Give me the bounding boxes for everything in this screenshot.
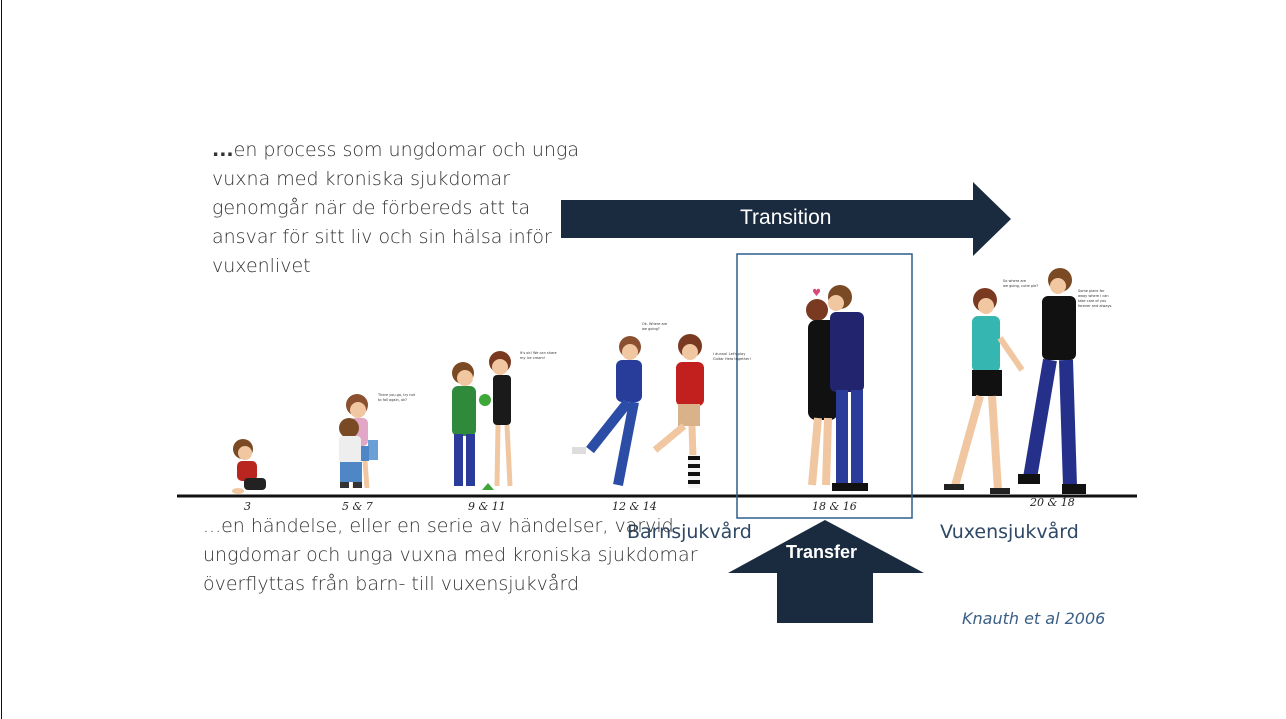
figure-children-9-11: It's ok! We can share my ice cream! (452, 351, 557, 490)
slide-left-border (1, 0, 2, 719)
transition-definition-text: en process som ungdomar och unga vuxna m… (212, 139, 580, 277)
svg-text:I dunno! Let's play: I dunno! Let's play (713, 352, 745, 356)
transfer-definition: ...en händelse, eller en serie av händel… (203, 515, 698, 595)
svg-text:♥: ♥ (812, 288, 821, 299)
svg-text:It's ok! We can share: It's ok! We can share (520, 351, 557, 355)
transfer-arrow-label: Transfer (786, 542, 858, 562)
svg-text:There you go, try not: There you go, try not (377, 393, 416, 397)
figure-couple-18-16: ♥ (806, 285, 868, 491)
figure-toddler (232, 439, 266, 494)
svg-text:So where are: So where are (1003, 279, 1026, 283)
transition-definition: ...en process som ungdomar och unga vuxn… (212, 136, 592, 281)
adult-care-label: Vuxensjukvård (940, 521, 1079, 543)
svg-text:my ice cream!: my ice cream! (520, 356, 545, 360)
transfer-arrow (728, 520, 924, 623)
age-label-18-16: 18 & 16 (812, 500, 857, 513)
svg-text:Guitar Hero together!: Guitar Hero together! (713, 357, 751, 361)
svg-text:Ok. Where are: Ok. Where are (642, 322, 667, 326)
transfer-highlight-box (736, 253, 913, 519)
svg-text:to fall again, ok?: to fall again, ok? (378, 398, 407, 402)
svg-text:we going, cutie pie?: we going, cutie pie? (1003, 284, 1038, 288)
figure-couple-20-18: So where are we going, cutie pie? Some p… (944, 268, 1113, 494)
figure-children-5-7: There you go, try not to fall again, ok? (339, 393, 416, 489)
svg-text:Some place far: Some place far (1078, 289, 1105, 293)
pediatric-care-label: Barnsjukvård (627, 521, 752, 543)
age-label-3: 3 (244, 500, 251, 513)
age-label-20-18: 20 & 18 (1029, 496, 1075, 509)
figure-teens-12-14: Ok. Where are we going? I dunno! Let's p… (572, 322, 751, 489)
citation: Knauth et al 2006 (962, 609, 1106, 628)
svg-text:forever and always.: forever and always. (1078, 304, 1113, 308)
transition-arrow-label: Transition (740, 206, 832, 229)
transition-definition-lead: ... (212, 139, 234, 161)
transition-arrow (561, 182, 1011, 256)
age-label-5-7: 5 & 7 (342, 500, 373, 513)
age-label-12-14: 12 & 14 (612, 500, 657, 513)
svg-text:away where I can: away where I can (1078, 294, 1109, 298)
age-label-9-11: 9 & 11 (468, 500, 506, 513)
svg-text:we going?: we going? (642, 327, 660, 331)
svg-text:take care of you: take care of you (1078, 299, 1106, 303)
